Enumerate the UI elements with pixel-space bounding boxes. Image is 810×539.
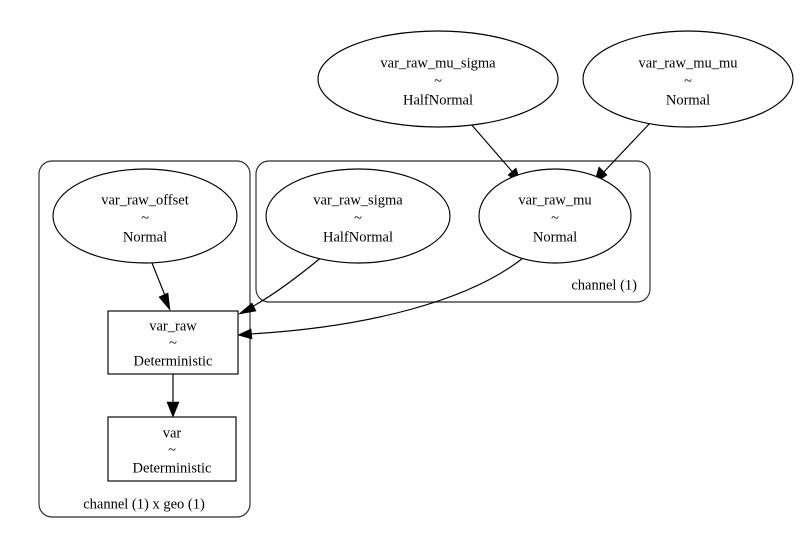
node-var-raw-mu-mu-tilde: ~ — [684, 73, 692, 89]
node-var-name: var — [163, 425, 182, 441]
edge-var-raw-to-var — [166, 374, 180, 418]
node-var-raw-mu-name: var_raw_mu — [518, 192, 591, 208]
plate-channel-geo-border — [38, 160, 251, 518]
node-var-raw-sigma-shape[interactable] — [265, 168, 451, 264]
node-var-raw-mu-tilde: ~ — [551, 210, 559, 226]
node-var-raw-sigma-name: var_raw_sigma — [313, 192, 403, 208]
node-var-raw-sigma[interactable]: var_raw_sigma ~ HalfNormal — [265, 168, 451, 264]
edge-var-raw-sigma-to-var-raw — [237, 255, 324, 315]
edge-var-raw-mu-sigma-to-var-raw-mu — [469, 122, 522, 185]
node-var-raw-mu-mu-distribution: Normal — [666, 92, 710, 108]
node-var-raw-tilde: ~ — [169, 335, 177, 351]
node-var-raw-distribution: Deterministic — [134, 353, 213, 369]
node-var-raw-mu-distribution: Normal — [533, 229, 577, 245]
node-var-raw-offset-tilde: ~ — [141, 210, 149, 226]
plate-channel-geo-label: channel (1) x geo (1) — [83, 496, 205, 512]
node-var-raw-sigma-distribution: HalfNormal — [323, 229, 393, 245]
node-var-raw-offset-name: var_raw_offset — [101, 192, 189, 208]
node-var-raw-offset-shape[interactable] — [52, 168, 238, 264]
node-var-raw-mu-mu[interactable]: var_raw_mu_mu ~ Normal — [582, 30, 794, 128]
node-var-raw-offset-distribution: Normal — [123, 229, 167, 245]
node-var-raw-offset[interactable]: var_raw_offset ~ Normal — [52, 168, 238, 264]
node-var-raw-shape[interactable] — [107, 310, 239, 375]
edge-var-raw-mu-to-var-raw — [237, 257, 524, 340]
node-var-raw-name: var_raw — [149, 318, 197, 334]
node-var-raw-mu-sigma-name: var_raw_mu_sigma — [380, 55, 496, 71]
node-var-raw-mu-shape[interactable] — [478, 168, 632, 264]
node-var-raw-mu-sigma-tilde: ~ — [434, 73, 442, 89]
node-var-raw-mu-sigma-distribution: HalfNormal — [403, 92, 473, 108]
plate-channel: channel (1) — [255, 160, 651, 303]
node-var-distribution: Deterministic — [133, 460, 212, 476]
node-var-shape[interactable] — [107, 416, 237, 482]
plate-channel-geo: channel (1) x geo (1) — [38, 160, 251, 518]
node-var-raw-mu-mu-name: var_raw_mu_mu — [638, 55, 737, 71]
node-var-raw-mu[interactable]: var_raw_mu ~ Normal — [478, 168, 632, 264]
node-var-raw-sigma-tilde: ~ — [354, 210, 362, 226]
node-var-tilde: ~ — [168, 442, 176, 458]
plate-channel-label: channel (1) — [571, 277, 637, 293]
node-var-raw-mu-mu-shape[interactable] — [582, 30, 794, 128]
edge-var-raw-offset-to-var-raw — [151, 262, 171, 311]
node-var-raw-mu-sigma[interactable]: var_raw_mu_sigma ~ HalfNormal — [317, 30, 559, 128]
node-var-raw-mu-sigma-shape[interactable] — [317, 30, 559, 128]
plate-channel-border — [255, 160, 651, 303]
node-var-raw[interactable]: var_raw ~ Deterministic — [107, 310, 239, 375]
node-var[interactable]: var ~ Deterministic — [107, 416, 237, 482]
edge-var-raw-mu-mu-to-var-raw-mu — [593, 121, 652, 185]
